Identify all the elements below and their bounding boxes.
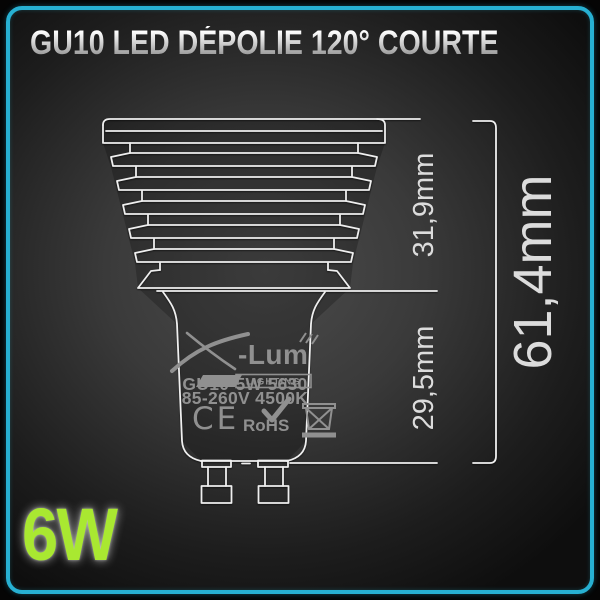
- bulb-silhouette: [103, 119, 385, 461]
- lighting-banner-text: LIGHTING: [246, 377, 301, 388]
- rohs-check-icon: [261, 396, 292, 423]
- dimension-fins-label: 31,9mm: [408, 153, 440, 258]
- lighting-banner: LIGHTING: [196, 373, 312, 389]
- dimension-lines: [289, 120, 497, 464]
- electrical-text: 85-260V 4500K: [182, 388, 309, 408]
- rohs-text: RoHS: [243, 416, 289, 435]
- power-badge: 6W: [22, 493, 118, 576]
- ce-mark: CE: [192, 401, 239, 437]
- gu10-pins: [200, 459, 290, 504]
- brand-hatch-icon: [299, 332, 319, 345]
- page-title: GU10 LED DÉPOLIE 120° COURTE: [30, 24, 499, 62]
- heatsink-fins: [110, 142, 378, 289]
- brand-x-swoosh-icon: [170, 332, 250, 373]
- heatsink-top-band: [102, 118, 421, 144]
- dimension-total-label: 61,4mm: [503, 174, 563, 369]
- model-text: GU10-5W 5630: [182, 374, 307, 394]
- bulb-line-drawing: [102, 118, 497, 504]
- dimension-body-label: 29,5mm: [408, 326, 440, 431]
- background-panel: [9, 9, 591, 591]
- brand-text: -Lum: [238, 339, 308, 370]
- banner-swoosh-icon: [196, 375, 242, 387]
- total-height-bracket: [472, 120, 497, 464]
- bulb-printed-label: -Lum LIGHTING GU10-5W 5630 85-260V 4500K…: [170, 331, 336, 438]
- weee-bin-icon: [302, 403, 336, 438]
- brand-x-swoosh-icon-2: [185, 331, 237, 371]
- brand-logo: -Lum: [170, 331, 319, 373]
